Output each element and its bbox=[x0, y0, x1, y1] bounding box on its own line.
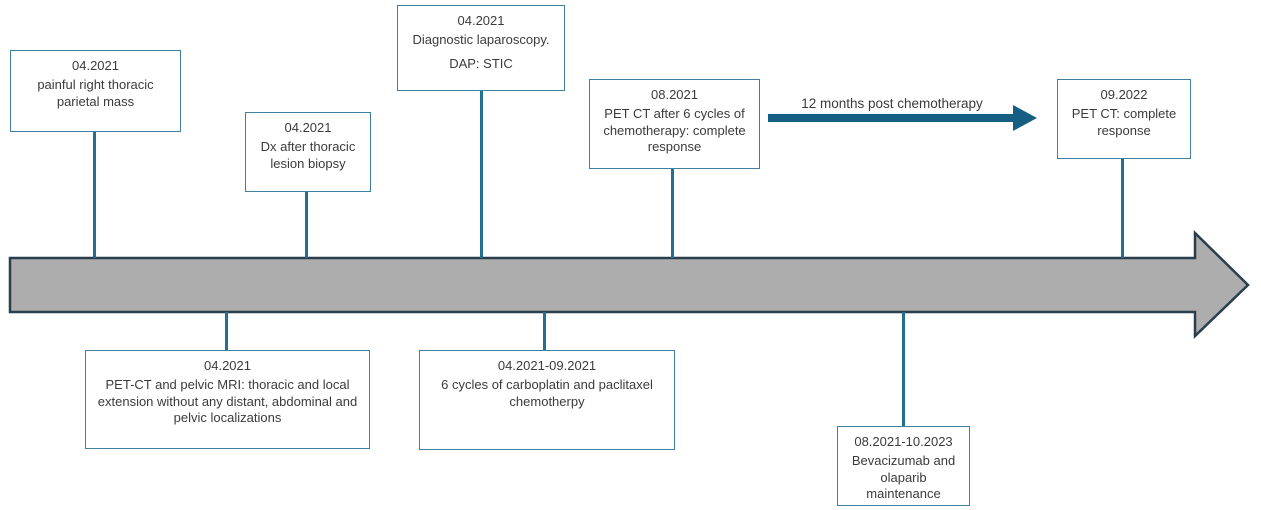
event-text: PET CT after 6 cycles of chemotherapy: c… bbox=[603, 106, 746, 154]
event-date: 04.2021 bbox=[284, 120, 332, 135]
event-date: 09.2022 bbox=[1100, 87, 1148, 102]
connector-line bbox=[93, 132, 96, 258]
event-date: 08.2021 bbox=[651, 87, 698, 102]
event-date: 04.2021 bbox=[457, 13, 505, 28]
event-text: Diagnostic laparoscopy. bbox=[412, 32, 550, 48]
connector-line bbox=[480, 91, 483, 258]
event-text: Dx after thoracic lesion biopsy bbox=[260, 139, 356, 171]
elapsed-time-label: 12 months post chemotherapy bbox=[801, 96, 983, 111]
event-box-dx-biopsy: 04.2021 Dx after thoracic lesion biopsy bbox=[245, 112, 371, 192]
connector-line bbox=[671, 169, 674, 258]
event-text: painful right thoracic parietal mass bbox=[37, 77, 154, 109]
event-date: 04.2021-09.2021 bbox=[497, 358, 597, 373]
event-box-petct-complete-response: 09.2022 PET CT: complete response bbox=[1057, 79, 1191, 159]
event-box-parietal-mass: 04.2021 painful right thoracic parietal … bbox=[10, 50, 181, 132]
event-date: 04.2021 bbox=[204, 358, 251, 373]
event-date: 04.2021 bbox=[72, 58, 119, 73]
event-text: Bevacizumab and olaparib maintenance bbox=[851, 453, 956, 501]
connector-line bbox=[225, 312, 228, 350]
event-box-laparoscopy: 04.2021 Diagnostic laparoscopy. DAP: STI… bbox=[397, 5, 565, 91]
event-box-chemotherapy-cycles: 04.2021-09.2021 6 cycles of carboplatin … bbox=[419, 350, 675, 450]
event-text: PET-CT and pelvic MRI: thoracic and loca… bbox=[97, 377, 358, 425]
elapsed-time-arrowhead-icon bbox=[1013, 105, 1037, 131]
event-date: 08.2021-10.2023 bbox=[854, 434, 953, 449]
connector-line bbox=[902, 312, 905, 426]
connector-line bbox=[543, 312, 546, 350]
connector-line bbox=[305, 192, 308, 258]
event-text: PET CT: complete response bbox=[1071, 106, 1177, 138]
connector-line bbox=[1121, 159, 1124, 258]
event-box-petct-mri-staging: 04.2021 PET-CT and pelvic MRI: thoracic … bbox=[85, 350, 370, 449]
event-text-secondary: DAP: STIC bbox=[449, 55, 513, 71]
elapsed-time-arrow-icon bbox=[768, 114, 1014, 122]
event-box-maintenance: 08.2021-10.2023 Bevacizumab and olaparib… bbox=[837, 426, 970, 506]
event-box-petct-6-cycles: 08.2021 PET CT after 6 cycles of chemoth… bbox=[589, 79, 760, 169]
event-text: 6 cycles of carboplatin and paclitaxel c… bbox=[441, 377, 653, 409]
